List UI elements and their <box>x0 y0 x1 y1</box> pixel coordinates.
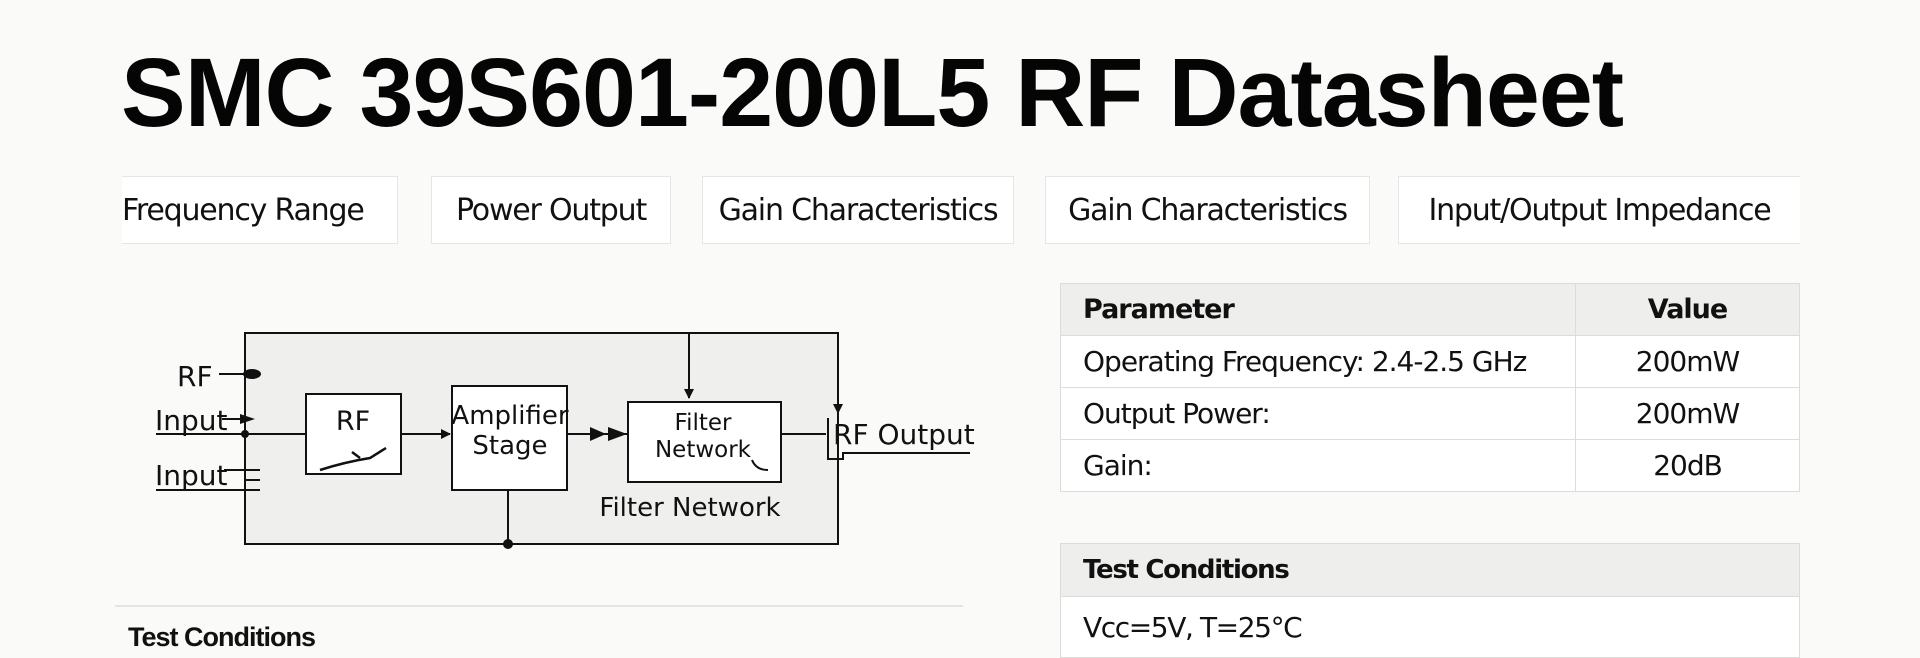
input-label-2: Input <box>155 459 228 492</box>
tab-gain-characteristics-2[interactable]: Gain Characteristics <box>1045 176 1370 244</box>
parameter-cell: Gain: <box>1060 439 1576 492</box>
rf-input-connector-icon <box>243 369 261 379</box>
filter-network-caption: Filter Network <box>599 493 780 523</box>
filter-label-1: Filter <box>675 410 733 436</box>
tab-frequency-range[interactable]: Frequency Range <box>122 176 398 244</box>
amplifier-stage-block <box>451 385 568 491</box>
parameter-cell: Operating Frequency: 2.4-2.5 GHz <box>1060 335 1576 388</box>
amplifier-label-1: Amplifier <box>451 401 568 431</box>
rf-output-label: RF Output <box>833 418 975 451</box>
tab-input-output-impedance[interactable]: Input/Output Impedance <box>1398 176 1800 244</box>
rf-output-line <box>827 418 970 460</box>
tab-power-output[interactable]: Power Output <box>431 176 671 244</box>
test-conditions-header: Test Conditions <box>1061 544 1799 597</box>
parameter-cell: Output Power: <box>1060 387 1576 440</box>
block-diagram: RF Input Input RF Amplifier Stage Filter… <box>140 320 1000 560</box>
filter-label-2: Network <box>655 437 752 463</box>
tab-gain-characteristics[interactable]: Gain Characteristics <box>702 176 1014 244</box>
column-header-value: Value <box>1575 283 1800 336</box>
table-row: Operating Frequency: 2.4-2.5 GHz 200mW <box>1060 335 1800 388</box>
switch-icon <box>319 446 387 472</box>
test-conditions-value: Vcc=5V, T=25°C <box>1083 610 1303 644</box>
amplifier-label-2: Stage <box>472 431 547 461</box>
rf-input-label: RF <box>177 360 213 393</box>
column-header-parameter: Parameter <box>1060 283 1576 336</box>
table-row: Output Power: 200mW <box>1060 387 1800 440</box>
section-divider <box>115 605 963 607</box>
rf-block-label: RF <box>336 406 370 437</box>
value-cell: 200mW <box>1575 387 1800 440</box>
value-cell: 200mW <box>1575 335 1800 388</box>
filter-network-block <box>627 401 782 483</box>
test-conditions-panel: Test Conditions Vcc=5V, T=25°C <box>1060 543 1800 658</box>
page-title: SMC 39S601-200L5 RF Datasheet <box>121 38 1624 147</box>
test-conditions-section-heading: Test Conditions <box>128 622 316 652</box>
value-cell: 20dB <box>1575 439 1800 492</box>
parameter-table: Parameter Value Operating Frequency: 2.4… <box>1060 283 1800 492</box>
table-row: Gain: 20dB <box>1060 439 1800 492</box>
input-label-1: Input <box>155 404 228 437</box>
